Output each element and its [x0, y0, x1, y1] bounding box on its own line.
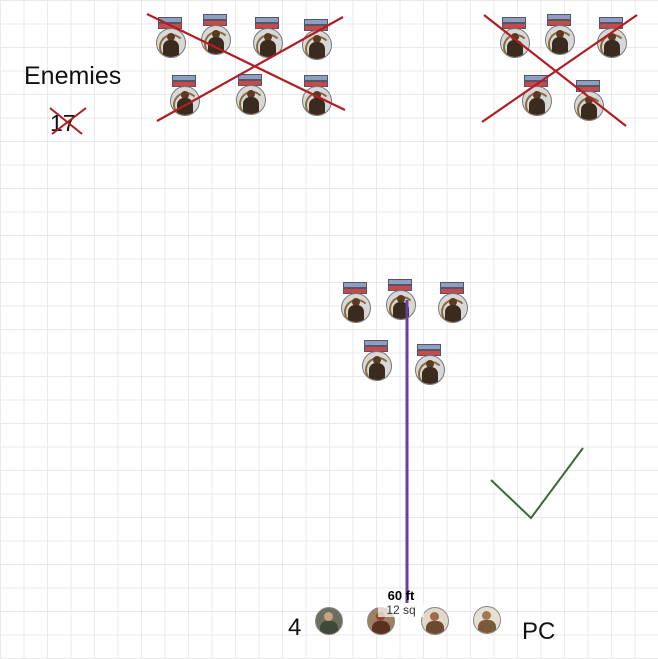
- party-count-label: 4: [288, 614, 301, 642]
- enemy-token[interactable]: [545, 25, 575, 55]
- enemy-token[interactable]: [522, 86, 552, 116]
- token-health-bars: [524, 75, 548, 85]
- enemy-token[interactable]: [597, 28, 627, 58]
- token-health-bars: [502, 17, 526, 27]
- pc-token[interactable]: [367, 607, 395, 635]
- enemy-token[interactable]: [302, 86, 332, 116]
- token-health-bars: [343, 282, 367, 292]
- enemy-token[interactable]: [253, 28, 283, 58]
- enemy-token[interactable]: [386, 290, 416, 320]
- token-health-bars: [388, 279, 412, 289]
- token-health-bars: [547, 14, 571, 24]
- token-health-bars: [417, 344, 441, 354]
- enemies-label: Enemies: [24, 62, 121, 91]
- measure-distance: 60 ft: [378, 588, 424, 603]
- check-mark: [491, 448, 583, 518]
- token-health-bars: [599, 17, 623, 27]
- enemy-token[interactable]: [574, 91, 604, 121]
- pc-label: PC: [522, 618, 555, 646]
- enemy-token[interactable]: [415, 355, 445, 385]
- token-health-bars: [576, 80, 600, 90]
- enemy-token[interactable]: [500, 28, 530, 58]
- enemy-token[interactable]: [236, 85, 266, 115]
- enemy-token[interactable]: [341, 293, 371, 323]
- enemy-token[interactable]: [201, 25, 231, 55]
- enemy-token[interactable]: [156, 28, 186, 58]
- enemy-token[interactable]: [438, 293, 468, 323]
- token-health-bars: [255, 17, 279, 27]
- token-health-bars: [203, 14, 227, 24]
- token-health-bars: [158, 17, 182, 27]
- pc-token[interactable]: [421, 607, 449, 635]
- token-health-bars: [304, 19, 328, 29]
- enemy-token[interactable]: [170, 86, 200, 116]
- enemy-token[interactable]: [362, 351, 392, 381]
- enemy-token[interactable]: [302, 30, 332, 60]
- token-health-bars: [304, 75, 328, 85]
- enemy-count-label: 17: [50, 110, 76, 137]
- token-health-bars: [172, 75, 196, 85]
- token-health-bars: [440, 282, 464, 292]
- token-health-bars: [364, 340, 388, 350]
- pc-token[interactable]: [473, 606, 501, 634]
- pc-token[interactable]: [315, 607, 343, 635]
- token-health-bars: [238, 74, 262, 84]
